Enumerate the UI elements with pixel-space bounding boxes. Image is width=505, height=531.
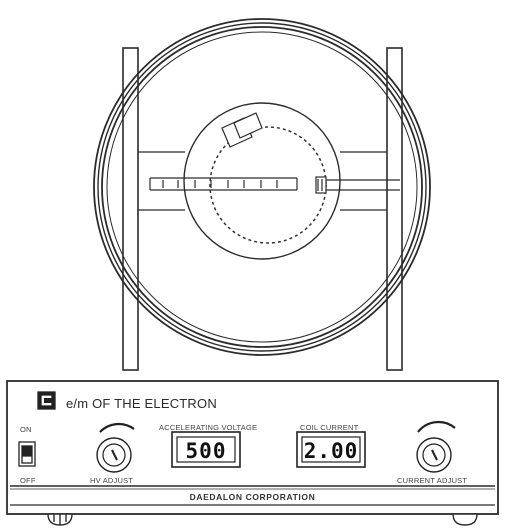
feet	[47, 513, 478, 526]
accelerating-voltage-display: 500	[185, 439, 227, 463]
current-adjust-label: CURRENT ADJUST	[397, 476, 468, 485]
control-panel-housing	[6, 380, 499, 515]
toggle-switch-icon	[18, 441, 36, 467]
glass-bulb	[183, 102, 341, 260]
hv-adjust-label: HV ADJUST	[90, 476, 134, 485]
coil-current-display: 2.00	[303, 439, 359, 463]
deflection-plates	[221, 112, 263, 148]
hv-knob-icon	[96, 422, 135, 473]
coil-current-label: COIL CURRENT	[300, 423, 359, 432]
current-knob-icon	[416, 420, 456, 473]
support-posts	[122, 47, 403, 371]
switch-off-label: OFF	[20, 476, 36, 485]
cross-bar	[138, 151, 387, 211]
scale-ruler	[149, 177, 298, 191]
switch-on-label: ON	[20, 425, 32, 434]
logo-icon	[37, 391, 56, 410]
helmholtz-coils	[93, 18, 431, 356]
panel-title: e/m OF THE ELECTRON	[66, 396, 217, 411]
accelerating-voltage-label: ACCELERATING VOLTAGE	[159, 423, 258, 432]
manufacturer-label: DAEDALON CORPORATION	[189, 492, 316, 502]
electron-gun	[315, 176, 400, 194]
display-frames	[171, 431, 366, 468]
